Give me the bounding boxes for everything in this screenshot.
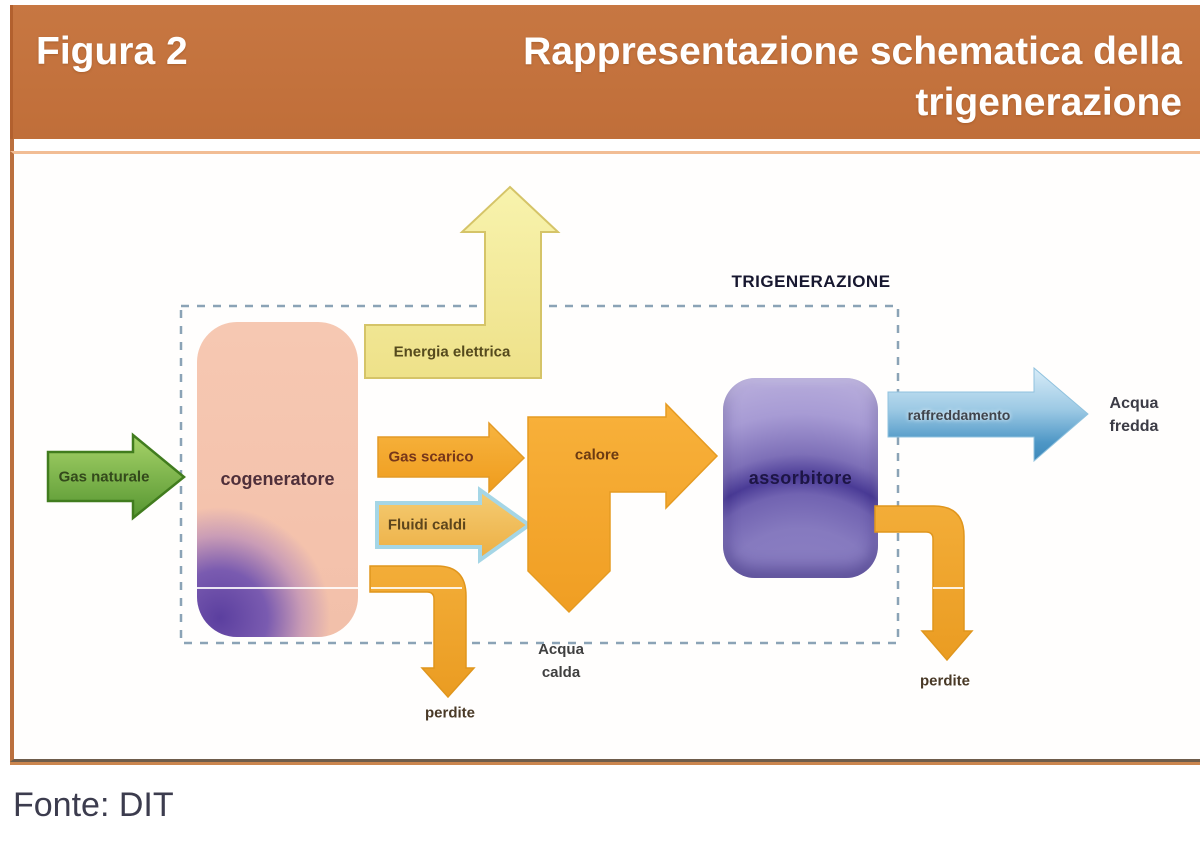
acqua-fredda-label: Acqua fredda <box>1109 395 1159 435</box>
cogenerator-label: cogeneratore <box>220 469 335 489</box>
gas-naturale-arrow <box>46 432 186 521</box>
raffreddamento-label: raffreddamento <box>907 407 1011 423</box>
gas-scarico-label: Gas scarico <box>388 448 474 466</box>
calore-label: calore <box>574 446 620 464</box>
fluidi-caldi-label: Fluidi caldi <box>387 516 467 534</box>
acqua-calda-label: Acqua calda <box>538 641 584 681</box>
fluidi-caldi-arrow <box>375 486 533 564</box>
frame-left-border <box>10 139 14 151</box>
calore-arrow <box>527 402 719 614</box>
figure-number: Figura 2 <box>36 30 188 73</box>
gas-naturale-label: Gas naturale <box>58 468 150 486</box>
trigenerazione-label: TRIGENERAZIONE <box>731 272 891 291</box>
perdite-cogeneratore-label: perdite <box>424 704 476 722</box>
cogenerator-box: cogeneratore <box>197 322 358 637</box>
perdite-assorbitore-label: perdite <box>919 672 971 690</box>
energia-elettrica-label: Energia elettrica <box>393 343 511 361</box>
gas-scarico-arrow <box>377 421 526 494</box>
energia-elettrica-arrow <box>364 185 561 379</box>
absorber-label: assorbitore <box>748 467 853 488</box>
figure-title: Rappresentazione schematica della trigen… <box>523 30 1182 124</box>
perdite-cogeneratore-pipe <box>369 565 476 699</box>
source-caption: Fonte: DIT <box>13 786 174 824</box>
perdite-assorbitore-pipe <box>874 505 974 662</box>
absorber-box: assorbitore <box>723 378 878 578</box>
raffreddamento-arrow <box>887 366 1089 463</box>
figure-header: Figura 2 Rappresentazione schematica del… <box>10 5 1200 139</box>
